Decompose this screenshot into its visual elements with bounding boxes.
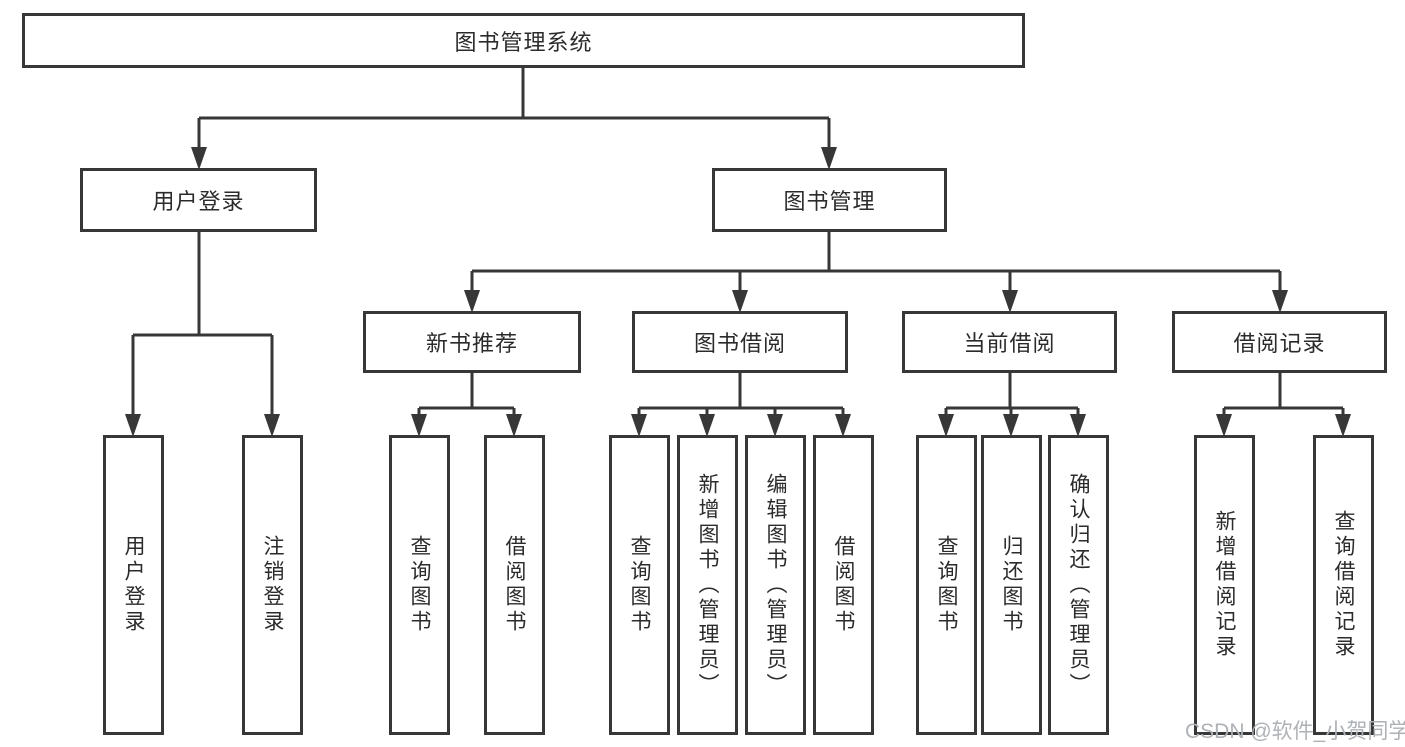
leaf-query-borrow-record: 查询借阅记录 <box>1313 435 1374 735</box>
node-user-login: 用户登录 <box>80 168 317 232</box>
leaf-borrow-books-1: 借阅图书 <box>484 435 545 735</box>
node-current-borrowing: 当前借阅 <box>902 311 1117 373</box>
node-library-management-system: 图书管理系统 <box>22 13 1025 68</box>
leaf-edit-books-admin: 编辑图书（管理员） <box>745 435 806 735</box>
leaf-logout: 注销登录 <box>242 435 303 735</box>
leaf-return-books: 归还图书 <box>981 435 1042 735</box>
node-new-book-recommendation: 新书推荐 <box>363 311 581 373</box>
leaf-borrow-books-2: 借阅图书 <box>813 435 874 735</box>
leaf-query-books-2: 查询图书 <box>609 435 670 735</box>
leaf-add-books-admin: 新增图书（管理员） <box>677 435 738 735</box>
leaf-confirm-return-admin: 确认归还（管理员） <box>1048 435 1109 735</box>
csdn-watermark: CSDN @软件_小贺同学 <box>1185 720 1405 743</box>
leaf-query-books-1: 查询图书 <box>389 435 450 735</box>
node-book-borrowing: 图书借阅 <box>632 311 848 373</box>
node-borrowing-records: 借阅记录 <box>1172 311 1387 373</box>
leaf-user-login: 用户登录 <box>103 435 164 735</box>
leaf-add-borrow-record: 新增借阅记录 <box>1194 435 1255 735</box>
leaf-query-books-3: 查询图书 <box>916 435 977 735</box>
node-book-management: 图书管理 <box>712 168 947 232</box>
